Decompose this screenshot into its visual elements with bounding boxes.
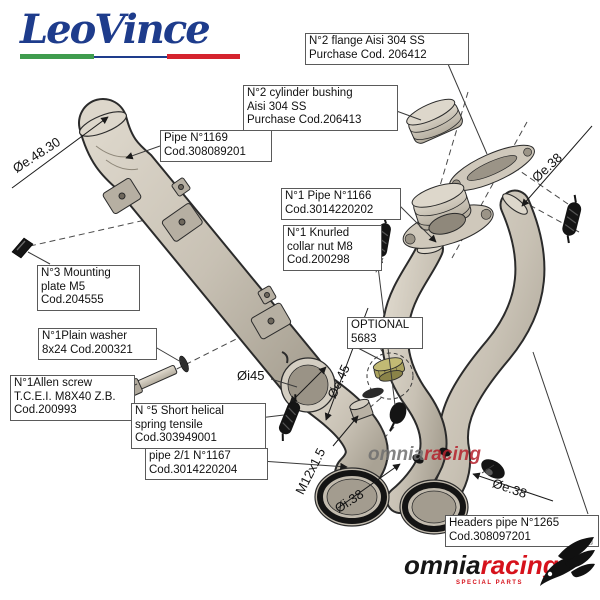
main-pipe-1169 bbox=[78, 98, 325, 399]
logo-omnia: omnia bbox=[404, 550, 481, 580]
callout-line: Cod.200298 bbox=[287, 254, 350, 267]
leovince-logo-text: LeoVince bbox=[20, 6, 211, 53]
logo-racing: racing bbox=[480, 550, 559, 580]
callout-line: N°1 Pipe N°1166 bbox=[285, 190, 372, 202]
callout-line: Aisi 304 SS bbox=[247, 100, 307, 113]
cylinder-bushing-lower-with-flange bbox=[402, 182, 494, 249]
callout-optional: OPTIONAL 5683 bbox=[347, 317, 423, 350]
clamp-tab bbox=[439, 447, 451, 457]
callout-flange: N°2 flange Aisi 304 SS Purchase Cod. 206… bbox=[305, 33, 469, 66]
omniaracing-logo-text: omniaracing bbox=[404, 552, 559, 578]
leovince-logo: LeoVince bbox=[20, 8, 240, 59]
callout-line: Purchase Cod.206413 bbox=[247, 114, 362, 127]
callout-line: Cod.3014220204 bbox=[149, 463, 238, 476]
callout-line: collar nut M8 bbox=[287, 240, 353, 253]
callout-line: plate M5 bbox=[41, 280, 86, 293]
callout-line: N °5 Short helical bbox=[135, 405, 224, 417]
mounting-plate-part bbox=[11, 237, 34, 259]
callout-mounting-plate: N°3 Mounting plate M5 Cod.204555 bbox=[37, 265, 140, 311]
flag-blue-segment bbox=[94, 55, 167, 58]
callout-line: 5683 bbox=[351, 332, 377, 345]
flange-oval bbox=[449, 144, 535, 192]
knurled-collar-nut-part bbox=[389, 402, 407, 432]
callout-line: spring tensile bbox=[135, 418, 203, 431]
callout-line: 8x24 Cod.200321 bbox=[42, 343, 133, 356]
mounting-brackets bbox=[102, 177, 292, 340]
callout-pipe-1169: Pipe N°1169 Cod.308089201 bbox=[160, 130, 272, 163]
logo-subtitle: SPECIAL PARTS bbox=[456, 580, 523, 586]
callout-line: N°3 Mounting bbox=[41, 267, 111, 279]
omniaracing-logo: omniaracing SPECIAL PARTS ® bbox=[404, 537, 595, 586]
callout-line: N°1Allen screw bbox=[14, 377, 93, 389]
registered-mark: ® bbox=[588, 540, 594, 547]
watermark-racing: racing bbox=[423, 444, 481, 465]
plain-washer-part bbox=[179, 355, 189, 373]
callout-line: Cod.204555 bbox=[41, 294, 104, 307]
callout-line: pipe 2/1 N°1167 bbox=[149, 450, 231, 462]
callout-line: Pipe N°1169 bbox=[164, 132, 228, 144]
inlet-sleeve-left bbox=[314, 467, 390, 527]
eagle-icon bbox=[540, 537, 595, 586]
callout-line: OPTIONAL bbox=[351, 319, 410, 331]
callout-line: Cod.200993 bbox=[14, 404, 77, 417]
watermark-omnia: omnia bbox=[368, 444, 424, 465]
tension-spring-center bbox=[278, 394, 301, 442]
clamp-tab bbox=[412, 454, 424, 464]
dim-label-oi-45: Øi45 bbox=[237, 368, 265, 383]
callout-pipe-2-1: pipe 2/1 N°1167 Cod.3014220204 bbox=[145, 448, 268, 481]
callout-headers-pipe: Headers pipe N°1265 Cod.308097201 bbox=[445, 515, 599, 548]
spring-hook-tab bbox=[281, 351, 289, 364]
callout-line: N°1 Knurled bbox=[287, 227, 350, 239]
callout-line: Cod.308089201 bbox=[164, 145, 246, 158]
callout-plain-washer: N°1Plain washer 8x24 Cod.200321 bbox=[38, 328, 157, 361]
callout-line: N°2 flange Aisi 304 SS bbox=[309, 35, 425, 47]
callout-allen-screw: N°1Allen screw T.C.E.I. M8X40 Z.B. Cod.2… bbox=[10, 375, 135, 421]
header-pipe-right bbox=[418, 189, 546, 521]
callout-line: Cod.308097201 bbox=[449, 530, 531, 543]
callout-line: N°1Plain washer bbox=[42, 330, 128, 342]
callout-line: T.C.E.I. M8X40 Z.B. bbox=[14, 390, 116, 403]
callout-pipe-1166: N°1 Pipe N°1166 Cod.3014220202 bbox=[281, 188, 401, 221]
flag-red-segment bbox=[167, 54, 240, 59]
callout-line: Headers pipe N°1265 bbox=[449, 517, 560, 529]
callout-line: N°2 cylinder bushing bbox=[247, 87, 353, 99]
end-cap-part bbox=[481, 459, 505, 479]
callout-line: Purchase Cod. 206412 bbox=[309, 48, 427, 61]
callout-knurled-collar-nut: N°1 Knurled collar nut M8 Cod.200298 bbox=[283, 225, 382, 271]
leovince-flag-underline bbox=[20, 54, 240, 59]
flag-green-segment bbox=[20, 54, 94, 59]
cylinder-bushing-upper bbox=[406, 98, 463, 144]
optional-washer bbox=[362, 387, 384, 399]
callout-line: Cod.3014220202 bbox=[285, 203, 374, 216]
omniaracing-watermark: omniaracing bbox=[368, 444, 481, 466]
tension-spring-right bbox=[562, 194, 582, 244]
callout-line: Cod.303949001 bbox=[135, 432, 217, 445]
callout-helical-spring: N °5 Short helical spring tensile Cod.30… bbox=[131, 403, 266, 449]
callout-cylinder-bushing: N°2 cylinder bushing Aisi 304 SS Purchas… bbox=[243, 85, 398, 131]
